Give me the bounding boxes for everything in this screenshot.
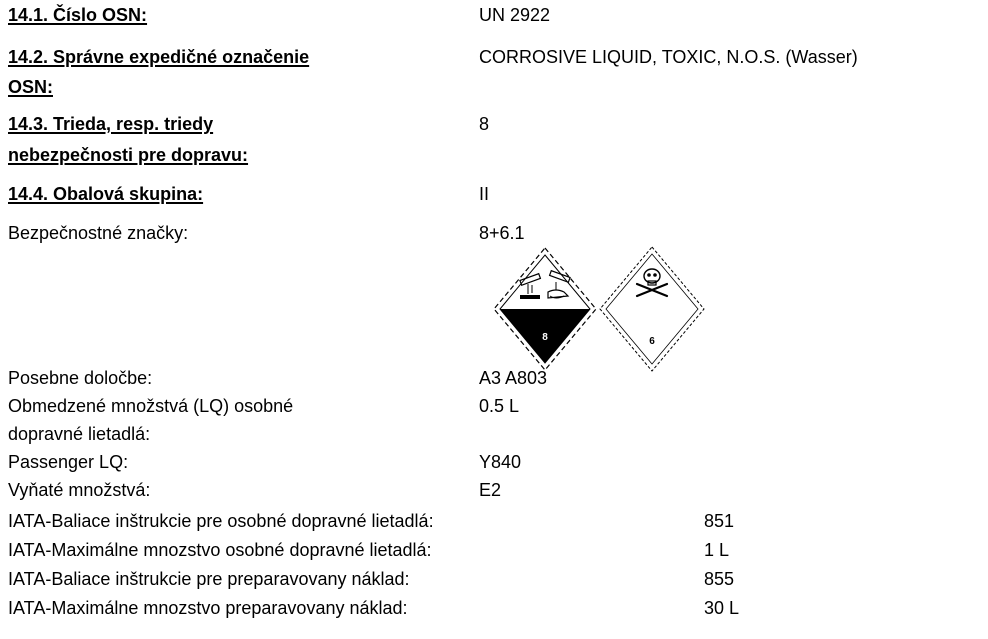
iata-passenger-max-value: 1 L (704, 540, 730, 560)
toxic-class-number: 6 (649, 336, 655, 347)
toxic-placard: 6 (599, 246, 705, 372)
section-14-2-label-line1: 14.2. Správne expedičné označenie (8, 47, 310, 67)
corrosive-class-number: 8 (542, 332, 548, 343)
excepted-quantities-value: E2 (479, 480, 502, 500)
iata-cargo-max-value: 30 L (704, 598, 740, 618)
iata-cargo-packing-label: IATA-Baliace inštrukcie pre preparavovan… (8, 569, 410, 589)
section-14-1-value: UN 2922 (479, 5, 551, 25)
iata-passenger-packing-value: 851 (704, 511, 735, 531)
section-14-3-label-line2: nebezpečnosti pre dopravu: (8, 145, 249, 165)
section-14-3-label-line1: 14.3. Trieda, resp. triedy (8, 114, 214, 134)
safety-labels-value: 8+6.1 (479, 223, 525, 243)
section-14-2-value: CORROSIVE LIQUID, TOXIC, N.O.S. (Wasser) (479, 47, 858, 67)
limited-quantity-label-line2: dopravné lietadlá: (8, 424, 151, 444)
passenger-lq-label: Passenger LQ: (8, 452, 129, 472)
passenger-lq-value: Y840 (479, 452, 522, 472)
section-14-1-label: 14.1. Číslo OSN: (8, 5, 148, 25)
iata-passenger-max-label: IATA-Maximálne mnozstvo osobné dopravné … (8, 540, 432, 560)
special-provisions-value: A3 A803 (479, 368, 548, 388)
skull-crossbones-icon (635, 268, 669, 298)
section-14-2-label-line2: OSN: (8, 77, 53, 97)
corrosive-placard: 8 (493, 247, 597, 371)
excepted-quantities-label: Vyňaté množstvá: (8, 480, 151, 500)
section-14-4-label: 14.4. Obalová skupina: (8, 184, 204, 204)
iata-cargo-max-label: IATA-Maximálne mnozstvo preparavovany ná… (8, 598, 408, 618)
section-14-3-value: 8 (479, 114, 490, 134)
hazard-placards: 8 6 (490, 244, 740, 374)
safety-labels-label: Bezpečnostné značky: (8, 223, 189, 243)
special-provisions-label: Posebne določbe: (8, 368, 153, 388)
section-14-4-value: II (479, 184, 490, 204)
limited-quantity-label-line1: Obmedzené množstvá (LQ) osobné (8, 396, 294, 416)
limited-quantity-value: 0.5 L (479, 396, 520, 416)
iata-cargo-packing-value: 855 (704, 569, 735, 589)
iata-passenger-packing-label: IATA-Baliace inštrukcie pre osobné dopra… (8, 511, 434, 531)
corrosive-icon (519, 269, 571, 299)
